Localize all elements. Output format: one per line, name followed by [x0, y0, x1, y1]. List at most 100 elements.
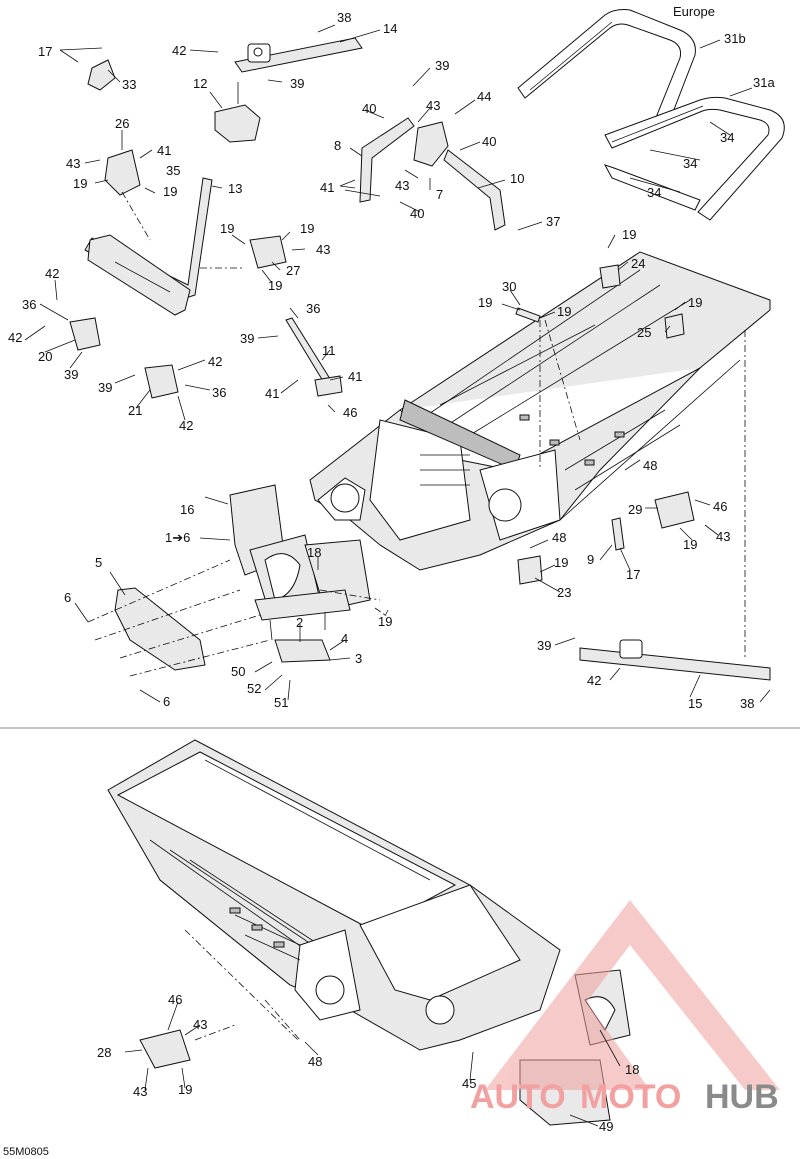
callout-49: 49 [599, 1119, 613, 1134]
callout-18: 18 [307, 545, 321, 560]
callout-42: 42 [45, 266, 59, 281]
callout-39: 39 [240, 331, 254, 346]
callout-42: 42 [179, 418, 193, 433]
callout-43: 43 [193, 1017, 207, 1032]
callout-50: 50 [231, 664, 245, 679]
callout-36: 36 [306, 301, 320, 316]
callout-43: 43 [66, 156, 80, 171]
callout-48: 48 [552, 530, 566, 545]
callout-52: 52 [247, 681, 261, 696]
callout-labels: 17 33 38 14 42 39 12 39 40 43 44 8 40 41… [3, 4, 775, 1158]
callout-43: 43 [395, 178, 409, 193]
callout-19: 19 [378, 614, 392, 629]
figure-code: 55M0805 [3, 1146, 49, 1158]
watermark-part-moto: MOTO [580, 1078, 681, 1116]
callout-43: 43 [426, 98, 440, 113]
callout-35: 35 [166, 163, 180, 178]
callout-europe: Europe [673, 4, 715, 19]
callout-19: 19 [478, 295, 492, 310]
callout-36: 36 [22, 297, 36, 312]
callout-42: 42 [208, 354, 222, 369]
callout-19: 19 [554, 555, 568, 570]
callout-27: 27 [286, 263, 300, 278]
callout-36: 36 [212, 385, 226, 400]
callout-19: 19 [300, 221, 314, 236]
callout-19: 19 [268, 278, 282, 293]
callout-19: 19 [622, 227, 636, 242]
watermark: AUTO MOTO HUB [470, 900, 780, 1116]
callout-29: 29 [628, 502, 642, 517]
callout-42: 42 [587, 673, 601, 688]
callout-38: 38 [337, 10, 351, 25]
callout-39: 39 [537, 638, 551, 653]
callout-31a: 31a [753, 75, 775, 90]
callout-2: 2 [296, 615, 303, 630]
callout-24: 24 [631, 256, 645, 271]
callout-9: 9 [587, 552, 594, 567]
callout-19: 19 [557, 304, 571, 319]
callout-30: 30 [502, 279, 516, 294]
callout-6: 6 [163, 694, 170, 709]
callout-41: 41 [320, 180, 334, 195]
callout-20: 20 [38, 349, 52, 364]
callout-1-to-6: 1➔6 [165, 530, 190, 545]
watermark-part-auto: AUTO [470, 1078, 566, 1116]
callout-4: 4 [341, 631, 348, 646]
callout-18: 18 [625, 1062, 639, 1077]
callout-5: 5 [95, 555, 102, 570]
callout-41: 41 [348, 369, 362, 384]
callout-19: 19 [683, 537, 697, 552]
callout-13: 13 [228, 181, 242, 196]
callout-42: 42 [8, 330, 22, 345]
callout-43: 43 [716, 529, 730, 544]
callout-17: 17 [38, 44, 52, 59]
callout-42: 42 [172, 43, 186, 58]
leader-lines [24, 24, 771, 1127]
callout-17: 17 [626, 567, 640, 582]
callout-37: 37 [546, 214, 560, 229]
callout-26: 26 [115, 116, 129, 131]
callout-33: 33 [122, 77, 136, 92]
callout-48: 48 [308, 1054, 322, 1069]
callout-25: 25 [637, 325, 651, 340]
callout-39: 39 [98, 380, 112, 395]
callout-39: 39 [64, 367, 78, 382]
callout-41: 41 [157, 143, 171, 158]
callout-21: 21 [128, 403, 142, 418]
callout-16: 16 [180, 502, 194, 517]
callout-23: 23 [557, 585, 571, 600]
callout-46: 46 [168, 992, 182, 1007]
callout-34: 34 [683, 156, 697, 171]
callout-31b: 31b [724, 31, 746, 46]
callout-43: 43 [133, 1084, 147, 1099]
callout-39: 39 [290, 76, 304, 91]
callout-15: 15 [688, 696, 702, 711]
callout-19: 19 [73, 176, 87, 191]
callout-40: 40 [482, 134, 496, 149]
drawing-layer [0, 9, 800, 1126]
callout-43: 43 [316, 242, 330, 257]
callout-34: 34 [720, 130, 734, 145]
callout-19: 19 [688, 295, 702, 310]
callout-40: 40 [362, 101, 376, 116]
callout-40: 40 [410, 206, 424, 221]
callout-38: 38 [740, 696, 754, 711]
callout-3: 3 [355, 651, 362, 666]
watermark-part-hub: HUB [705, 1078, 779, 1116]
callout-11: 11 [322, 343, 336, 358]
callout-19: 19 [220, 221, 234, 236]
callout-8: 8 [334, 138, 341, 153]
watermark-logo-icon [485, 900, 780, 1090]
callout-44: 44 [477, 89, 491, 104]
callout-51: 51 [274, 695, 288, 710]
callout-39: 39 [435, 58, 449, 73]
callout-45: 45 [462, 1076, 476, 1091]
callout-14: 14 [383, 21, 397, 36]
callout-19: 19 [178, 1082, 192, 1097]
callout-46: 46 [343, 405, 357, 420]
callout-46: 46 [713, 499, 727, 514]
callout-28: 28 [97, 1045, 111, 1060]
callout-19: 19 [163, 184, 177, 199]
callout-34: 34 [647, 185, 661, 200]
